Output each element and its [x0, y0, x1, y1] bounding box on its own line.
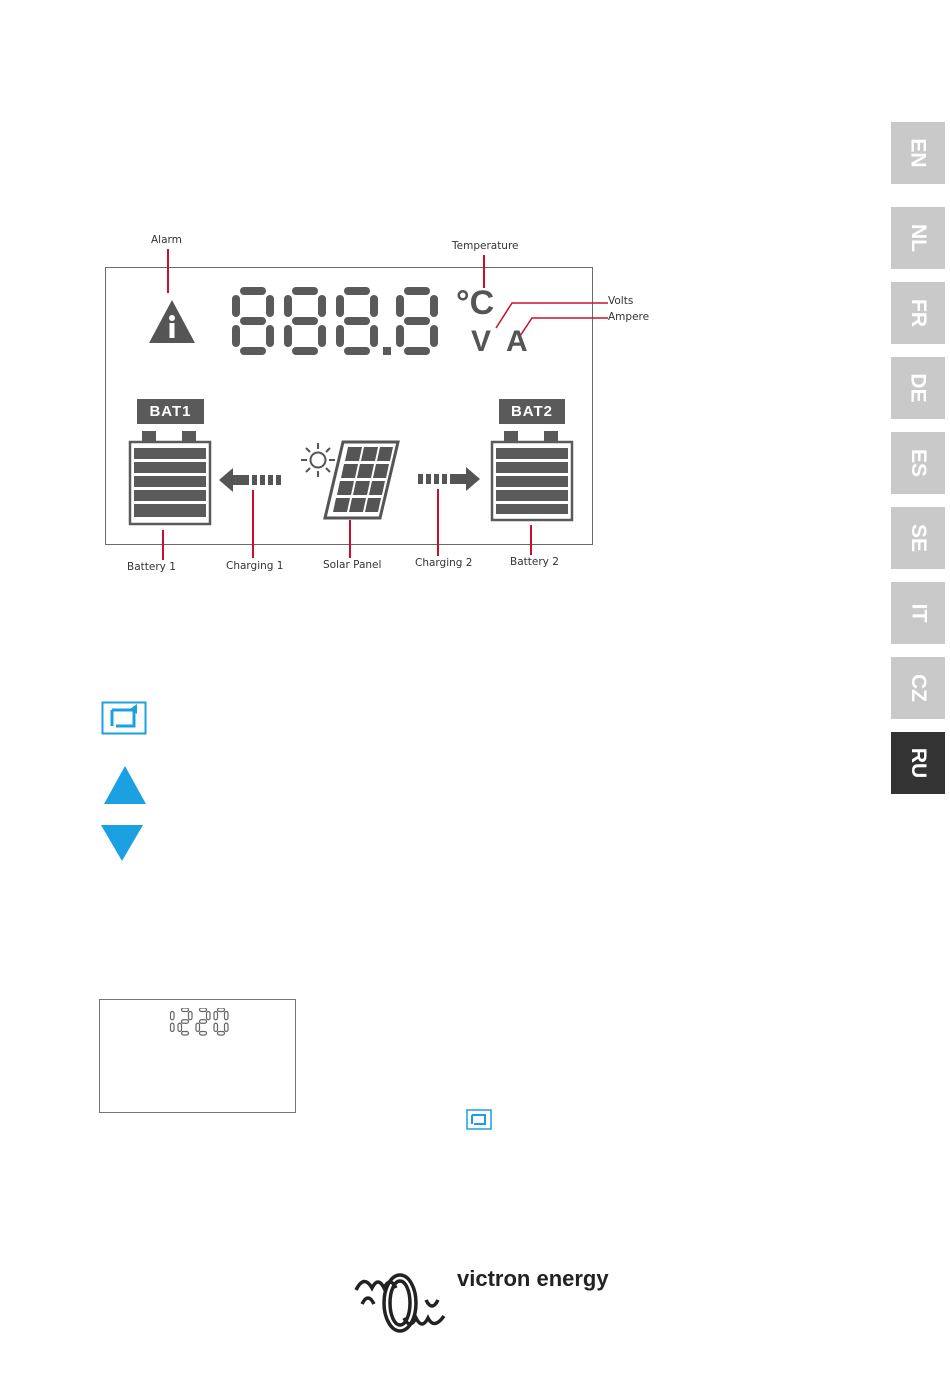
lang-tab-se[interactable]: SE [891, 507, 945, 569]
segment [225, 1023, 229, 1031]
segment [218, 1008, 225, 1012]
segment [178, 1023, 182, 1031]
segment [292, 317, 318, 325]
segment [200, 1032, 207, 1036]
leader-charging-1 [252, 490, 254, 558]
segment [182, 1020, 189, 1024]
setup-button-icon [101, 701, 147, 735]
bat2-label: BAT2 [499, 399, 565, 424]
segment [266, 325, 274, 347]
callout-alarm: Alarm [151, 234, 182, 246]
segment [404, 287, 430, 295]
segment [396, 325, 404, 347]
segment [266, 295, 274, 317]
battery-1-icon [128, 431, 212, 527]
callout-solar-panel: Solar Panel [323, 559, 381, 571]
segment [225, 1012, 229, 1020]
lang-tab-label: DE [906, 373, 930, 402]
lang-tab-cz[interactable]: CZ [891, 657, 945, 719]
segment [336, 325, 344, 347]
segment [344, 347, 370, 355]
lang-tab-es[interactable]: ES [891, 432, 945, 494]
callout-temperature: Temperature [452, 240, 519, 252]
leader-battery-2 [530, 525, 532, 555]
lang-tab-it[interactable]: IT [891, 582, 945, 644]
segment [171, 1012, 175, 1020]
segment [370, 325, 378, 347]
segment [292, 287, 318, 295]
decimal-point [383, 347, 391, 355]
lang-tab-en[interactable]: EN [891, 122, 945, 184]
segment [200, 1008, 207, 1012]
segment [182, 1032, 189, 1036]
lang-tab-label: CZ [906, 674, 930, 702]
segment [404, 347, 430, 355]
segment [240, 347, 266, 355]
segment [430, 295, 438, 317]
callout-charging-1: Charging 1 [226, 560, 283, 572]
segment [318, 325, 326, 347]
lcd-digits [232, 287, 442, 357]
segment [292, 347, 318, 355]
alarm-icon [148, 298, 196, 344]
segment [370, 295, 378, 317]
segment [171, 1023, 175, 1031]
segment [396, 295, 404, 317]
lang-tab-label: FR [906, 299, 930, 327]
callout-volts: Volts [608, 295, 633, 307]
leader-battery-1 [162, 530, 164, 560]
segment [336, 295, 344, 317]
segment [284, 295, 292, 317]
lang-tab-nl[interactable]: NL [891, 207, 945, 269]
segment [344, 287, 370, 295]
callout-ampere: Ampere [608, 311, 649, 323]
up-button-icon [103, 765, 147, 805]
lang-tab-label: ES [906, 449, 930, 477]
brand-name: victron energy [457, 1266, 609, 1292]
lang-tab-label: NL [906, 224, 930, 252]
lang-tab-fr[interactable]: FR [891, 282, 945, 344]
unit-amp: A [506, 325, 528, 359]
segment [196, 1023, 200, 1031]
callout-charging-2: Charging 2 [415, 557, 472, 569]
segment [214, 1023, 218, 1031]
segment [404, 317, 430, 325]
arrow-left-icon [219, 468, 285, 492]
solar-panel-icon [323, 440, 401, 520]
segment [189, 1012, 193, 1020]
segment [200, 1020, 207, 1024]
segment [232, 295, 240, 317]
lang-tab-label: IT [906, 604, 930, 623]
arrow-right-icon [416, 467, 482, 491]
segment [214, 1012, 218, 1020]
small-lcd-digits [160, 1008, 240, 1038]
lang-tab-label: SE [906, 524, 930, 552]
lang-tab-label: EN [906, 138, 930, 167]
segment [240, 317, 266, 325]
unit-volt: V [471, 325, 491, 359]
down-button-icon [100, 824, 144, 862]
victron-logo-icon [352, 1270, 448, 1336]
segment [284, 325, 292, 347]
segment [318, 295, 326, 317]
callout-battery-2: Battery 2 [510, 556, 559, 568]
lang-tab-label: RU [906, 748, 930, 778]
lang-tab-de[interactable]: DE [891, 357, 945, 419]
leader-solar-panel [349, 520, 351, 558]
segment [182, 1008, 189, 1012]
segment [240, 287, 266, 295]
unit-celsius: °C [456, 284, 494, 323]
segment [430, 325, 438, 347]
segment [344, 317, 370, 325]
callout-battery-1: Battery 1 [127, 561, 176, 573]
bat1-label: BAT1 [137, 399, 204, 424]
segment [207, 1012, 211, 1020]
setup-button-icon-inline [466, 1109, 492, 1130]
segment [232, 325, 240, 347]
leader-charging-2 [437, 489, 439, 556]
leader-alarm [167, 249, 169, 293]
segment [218, 1032, 225, 1036]
battery-2-icon [490, 431, 574, 523]
lang-tab-ru[interactable]: RU [891, 732, 945, 794]
